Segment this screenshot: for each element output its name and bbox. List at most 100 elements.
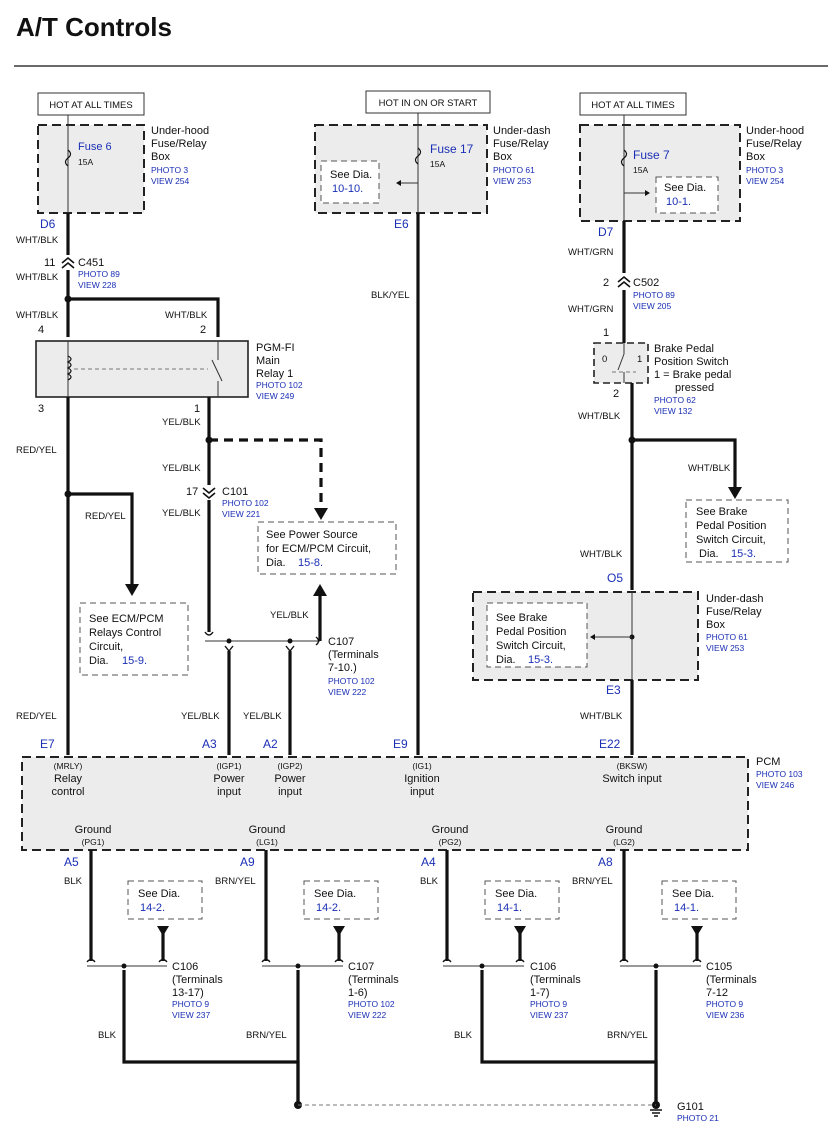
fuse-17-box-line2: Fuse/Relay bbox=[493, 138, 549, 150]
wire-label-wht-blk-1: WHT/BLK bbox=[16, 235, 59, 246]
wire-label-blk-4: BLK bbox=[454, 1030, 473, 1041]
dashbox-name-1: Under-dash bbox=[706, 593, 763, 605]
wire-label-yel-blk-3: YEL/BLK bbox=[162, 508, 201, 519]
fuse-7-name: Fuse 7 bbox=[633, 148, 670, 162]
relay-pin-4: 4 bbox=[38, 324, 44, 336]
gnd-note-3-see: See Dia. bbox=[495, 888, 537, 900]
brake-out-note-2: Pedal Position bbox=[696, 520, 766, 532]
pcm-bksw-code: (BKSW) bbox=[617, 761, 648, 771]
wire-label-blk-2: BLK bbox=[98, 1030, 117, 1041]
gnd-conn-2-view: VIEW 222 bbox=[348, 1010, 387, 1020]
brake-switch-pos-1: 1 bbox=[637, 354, 642, 365]
fuse-17-box-line1: Under-dash bbox=[493, 125, 550, 137]
wire-to-power-note bbox=[209, 438, 323, 508]
pgm-fi-relay-box bbox=[35, 340, 249, 398]
power-note-1: See Power Source bbox=[266, 529, 358, 541]
gnd-note-2-see: See Dia. bbox=[314, 888, 356, 900]
wire-to-brake-note bbox=[632, 438, 737, 488]
gnd-conn-2-name: C107 bbox=[348, 961, 374, 973]
power-note-3: Dia. bbox=[266, 557, 286, 569]
pin-e9: E9 bbox=[393, 737, 408, 751]
gnd-conn-4-view: VIEW 236 bbox=[706, 1010, 745, 1020]
fuse-7-box-line3: Box bbox=[746, 151, 765, 163]
c502-photo: PHOTO 89 bbox=[633, 290, 675, 300]
brake-switch-contact-icon bbox=[617, 353, 625, 371]
pin-e6: E6 bbox=[394, 217, 409, 231]
fuse-box-left bbox=[37, 124, 145, 214]
c107a-sub-2: 7-10.) bbox=[328, 662, 357, 674]
wire-label-brn-yel-2: BRN/YEL bbox=[246, 1030, 287, 1041]
pin-e7: E7 bbox=[40, 737, 55, 751]
pcm-igp1-code: (IGP1) bbox=[216, 761, 241, 771]
see-dia-10-1-note bbox=[655, 176, 719, 214]
wire-label-yel-blk-6: YEL/BLK bbox=[243, 711, 282, 722]
gnd-conn-3-view: VIEW 237 bbox=[530, 1010, 569, 1020]
pin-a5: A5 bbox=[64, 855, 79, 869]
wire-label-yel-blk-5: YEL/BLK bbox=[181, 711, 220, 722]
fuse-6-photo: PHOTO 3 bbox=[151, 165, 188, 175]
pcm-ground-2-label: Ground bbox=[249, 824, 286, 836]
pcm-ground-3-code: (PG2) bbox=[439, 837, 462, 847]
pin-a2: A2 bbox=[263, 737, 278, 751]
relays-note-ref: 15-9. bbox=[122, 655, 147, 667]
brake-name-4: pressed bbox=[675, 382, 714, 394]
hot-label-mid bbox=[365, 90, 491, 114]
wire-label-blk-yel: BLK/YEL bbox=[371, 290, 410, 301]
pin-a9: A9 bbox=[240, 855, 255, 869]
brake-in-note-4: Dia. bbox=[496, 654, 516, 666]
fuse-17-photo: PHOTO 61 bbox=[493, 165, 535, 175]
pin-o5: O5 bbox=[607, 571, 623, 585]
relay-name-3: Relay 1 bbox=[256, 368, 293, 380]
wire-label-blk-1: BLK bbox=[64, 876, 83, 887]
brake-pin-2: 2 bbox=[613, 388, 619, 400]
see-dia-15-9-note bbox=[79, 602, 189, 676]
dashbox-view: VIEW 253 bbox=[706, 643, 745, 653]
hot-label-right-text: HOT AT ALL TIMES bbox=[591, 100, 674, 111]
g101-name: G101 bbox=[677, 1101, 704, 1113]
pcm-name: PCM bbox=[756, 756, 780, 768]
brake-out-note-3: Switch Circuit, bbox=[696, 534, 766, 546]
page-title: A/T Controls bbox=[16, 12, 172, 42]
fuse-7-view: VIEW 254 bbox=[746, 176, 785, 186]
pcm-mrly-1: Relay bbox=[54, 773, 83, 785]
see-dia-10-10-text: See Dia. bbox=[330, 169, 372, 181]
see-dia-15-3-note-right bbox=[685, 499, 789, 563]
gnd-conn-3-t2: 1-7) bbox=[530, 987, 550, 999]
fuse-17-icon bbox=[414, 147, 422, 165]
c107a-sub-1: (Terminals bbox=[328, 649, 379, 661]
relay-pin-2: 2 bbox=[200, 324, 206, 336]
gnd-conn-2-t1: (Terminals bbox=[348, 974, 399, 986]
relay-view: VIEW 249 bbox=[256, 391, 295, 401]
fuse-17-amp: 15A bbox=[430, 159, 445, 169]
pin-e3: E3 bbox=[606, 683, 621, 697]
see-dia-15-8-note bbox=[257, 521, 397, 575]
pcm-ig1-1: Ignition bbox=[404, 773, 439, 785]
pcm-ground-1-code: (PG1) bbox=[82, 837, 105, 847]
wire-label-red-yel-3: RED/YEL bbox=[16, 711, 57, 722]
pcm-mrly-code: (MRLY) bbox=[54, 761, 83, 771]
gnd-conn-3-t1: (Terminals bbox=[530, 974, 581, 986]
pcm-ground-1-label: Ground bbox=[75, 824, 112, 836]
gnd-conn-2-t2: 1-6) bbox=[348, 987, 368, 999]
power-note-2: for ECM/PCM Circuit, bbox=[266, 543, 371, 555]
gnd-conn-1-photo: PHOTO 9 bbox=[172, 999, 209, 1009]
pcm-ground-4-code: (LG2) bbox=[613, 837, 635, 847]
hot-label-right bbox=[579, 92, 687, 116]
wire-label-wht-blk-2: WHT/BLK bbox=[16, 272, 59, 283]
dashbox-name-2: Fuse/Relay bbox=[706, 606, 762, 618]
see-dia-14-2-note-2 bbox=[303, 880, 379, 920]
brake-name-3: 1 = Brake pedal bbox=[654, 369, 731, 381]
c107a-photo: PHOTO 102 bbox=[328, 676, 375, 686]
gnd-conn-3-name: C106 bbox=[530, 961, 556, 973]
pcm-ig1-code: (IG1) bbox=[412, 761, 432, 771]
relays-note-1: See ECM/PCM bbox=[89, 613, 164, 625]
wire-label-wht-blk-7: WHT/BLK bbox=[580, 549, 623, 560]
wire-label-wht-blk-5: WHT/BLK bbox=[578, 411, 621, 422]
c107a-view: VIEW 222 bbox=[328, 687, 367, 697]
wire-label-wht-blk-4: WHT/BLK bbox=[165, 310, 208, 321]
c451-photo: PHOTO 89 bbox=[78, 269, 120, 279]
fuse-17-box-line3: Box bbox=[493, 151, 512, 163]
see-dia-14-1-note-1 bbox=[484, 880, 560, 920]
wire-label-wht-grn-2: WHT/GRN bbox=[568, 304, 614, 315]
wire-relay-pin2 bbox=[68, 297, 220, 337]
